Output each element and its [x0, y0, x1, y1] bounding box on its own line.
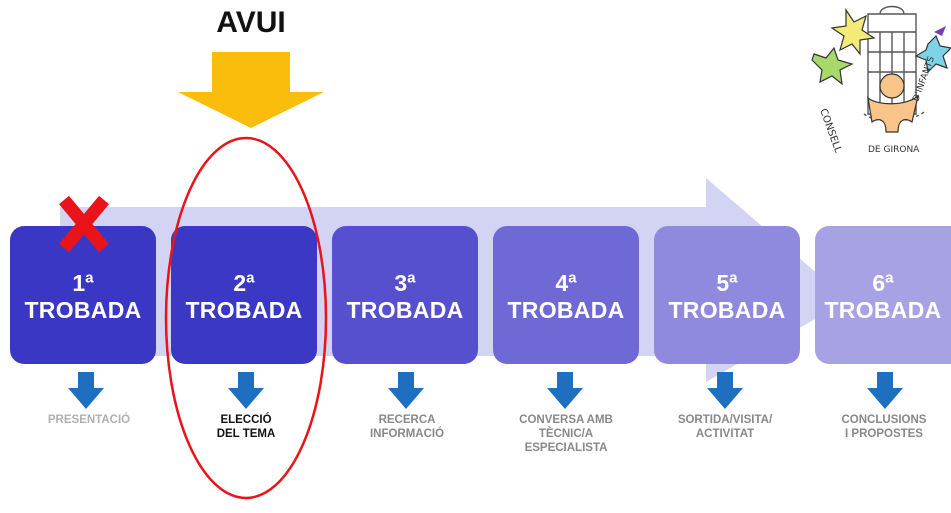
svg-text:D'INFANTS: D'INFANTS	[911, 55, 937, 103]
step-1-label: TROBADA	[24, 297, 142, 323]
caption-line: CONCLUSIONS	[841, 414, 927, 426]
caption-line: RECERCA	[378, 414, 436, 426]
step-5-label: TROBADA	[668, 297, 786, 323]
step-3-label: TROBADA	[346, 297, 464, 323]
current-step-highlight	[164, 136, 328, 500]
step-6-number: 6ª	[872, 270, 894, 296]
today-arrow	[178, 52, 324, 128]
step-5-caption: SORTIDA/VISITA/ ACTIVITAT	[650, 413, 800, 441]
svg-text:CONSELL: CONSELL	[817, 107, 843, 155]
step-1-box: 1ª TROBADA	[10, 226, 156, 364]
step-2-number: 2ª	[233, 270, 255, 296]
step-6-caption: CONCLUSIONS I PROPOSTES	[809, 413, 951, 441]
caption-line: INFORMACIÓ	[369, 428, 445, 440]
step-3-box: 3ª TROBADA	[332, 226, 478, 364]
step-2-box: 2ª TROBADA	[171, 226, 317, 364]
step-6-label: TROBADA	[824, 297, 942, 323]
step-3-number: 3ª	[394, 270, 416, 296]
arrow-down-icon	[388, 372, 424, 409]
step-2-caption: ELECCIÓ DEL TEMA	[171, 413, 321, 441]
step-5-number: 5ª	[716, 270, 738, 296]
step-6-box: 6ª TROBADA	[815, 226, 951, 364]
caption-line: PRESENTACIÓ	[47, 414, 131, 426]
step-5-box: 5ª TROBADA	[654, 226, 800, 364]
step-2-label: TROBADA	[185, 297, 303, 323]
caption-line: ELECCIÓ	[220, 414, 272, 426]
caption-line: ACTIVITAT	[695, 428, 755, 440]
today-label: AVUI	[216, 6, 286, 39]
step-4-caption: CONVERSA AMB TÈCNIC/A ESPECIALISTA	[491, 413, 641, 455]
consell-infants-logo: CONSELL D'INFANTS DE GIRONA	[811, 5, 951, 155]
caption-line: TÈCNIC/A	[538, 428, 594, 440]
arrow-down-icon	[707, 372, 743, 409]
arrow-down-icon	[228, 372, 264, 409]
arrow-down-icon	[547, 372, 583, 409]
caption-line: CONVERSA AMB	[519, 414, 613, 426]
step-4-label: TROBADA	[507, 297, 625, 323]
caption-line: SORTIDA/VISITA/	[677, 414, 773, 426]
svg-text:DE GIRONA: DE GIRONA	[868, 145, 920, 155]
caption-line: ESPECIALISTA	[524, 442, 608, 454]
caption-line: DEL TEMA	[216, 428, 276, 440]
step-3-caption: RECERCA INFORMACIÓ	[332, 413, 482, 441]
step-4-box: 4ª TROBADA	[493, 226, 639, 364]
cross-icon	[59, 196, 109, 252]
step-1-caption: PRESENTACIÓ	[14, 413, 164, 427]
caption-line: I PROPOSTES	[845, 428, 923, 440]
arrow-down-icon	[68, 372, 104, 409]
step-1-number: 1ª	[72, 270, 94, 296]
arrow-down-icon	[867, 372, 903, 409]
step-4-number: 4ª	[555, 270, 577, 296]
